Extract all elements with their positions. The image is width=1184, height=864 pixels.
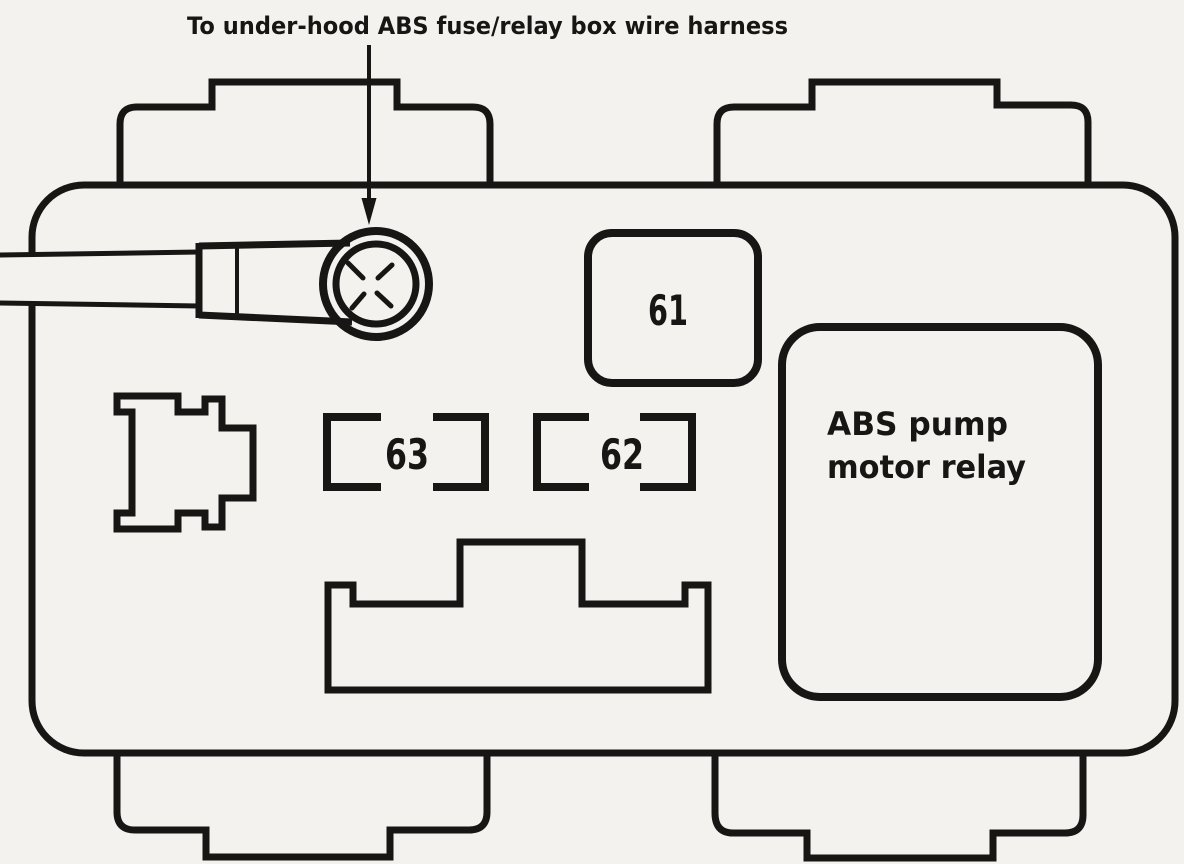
bottom-right-mount-tab (711, 750, 1087, 862)
relay-63-socket (323, 413, 489, 491)
top-right-mount-tab (713, 78, 1092, 188)
harness-callout-arrow (361, 45, 377, 225)
relay-61-label: 61 (648, 286, 688, 335)
relay-61-socket (584, 229, 762, 387)
abs-pump-motor-relay-socket (778, 323, 1102, 701)
abs-pump-motor-relay-label-line1: ABS pump (827, 405, 1008, 443)
relay-63-label: 63 (385, 430, 429, 479)
abs-pump-motor-relay-label-line2: motor relay (827, 448, 1026, 486)
harness-connector-grommet (319, 227, 433, 341)
relay-62-label: 62 (600, 430, 644, 479)
fuse-box-outline (28, 181, 1179, 757)
top-left-mount-tab (116, 78, 494, 188)
wire-harness (0, 239, 355, 326)
bottom-connector-outline (324, 538, 712, 694)
bottom-left-mount-tab (113, 750, 491, 861)
harness-callout-label: To under-hood ABS fuse/relay box wire ha… (187, 12, 788, 40)
grommet-x-mark (345, 260, 395, 311)
relay-62-socket (533, 413, 696, 491)
left-connector-outline (113, 392, 257, 533)
